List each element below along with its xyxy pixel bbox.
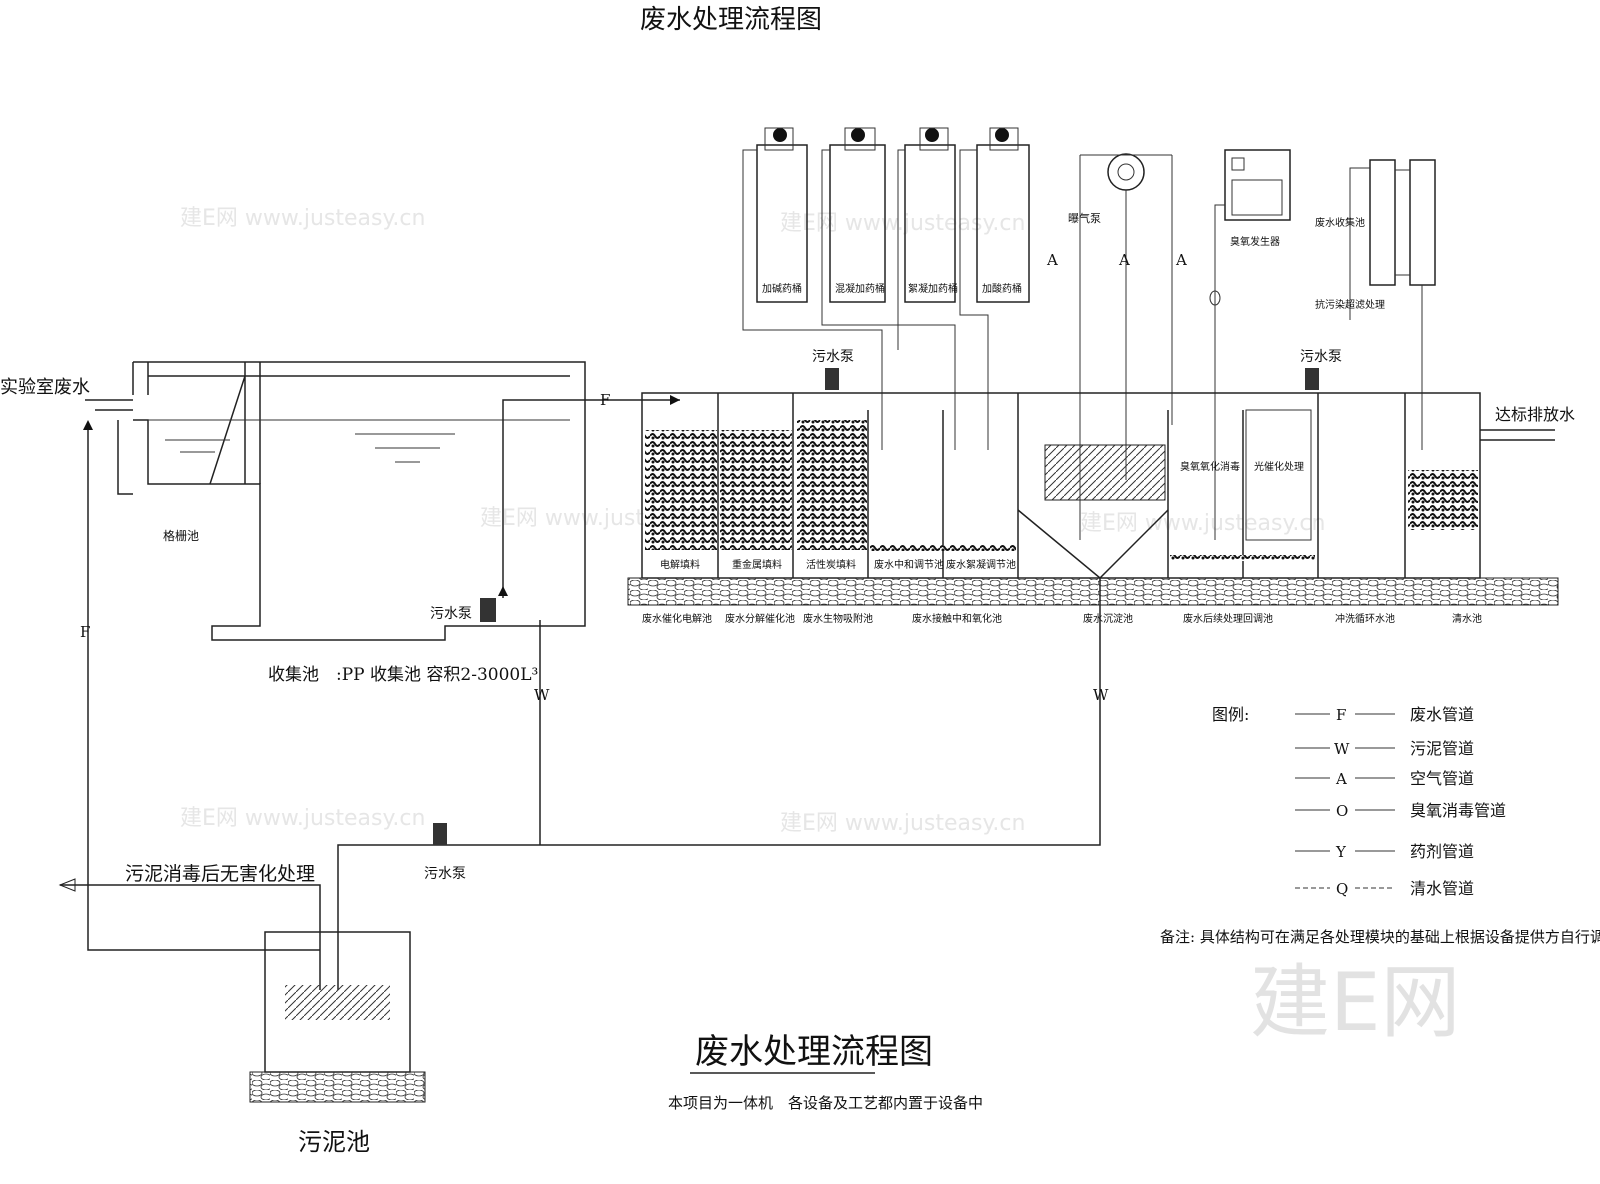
- aeration-pump: 曝气泵 A A A: [1046, 153, 1187, 540]
- pipe-w-label-2: W: [1093, 686, 1109, 704]
- note: 备注: 具体结构可在满足各处理模块的基础上根据设备提供方自行调整: [1160, 928, 1600, 946]
- svg-text:建E网 www.justeasy.cn: 建E网 www.justeasy.cn: [780, 811, 1025, 836]
- legend-item-f: F 废水管道: [1295, 705, 1474, 724]
- pump-label-sludge: 污水泵: [424, 866, 466, 882]
- title-bottom: 废水处理流程图: [695, 1032, 933, 1072]
- waste-collection-label: 废水收集池: [1315, 216, 1365, 229]
- pump-icon: [1305, 368, 1319, 390]
- svg-text:Q: Q: [1336, 880, 1348, 898]
- logo: 建E网: [1250, 956, 1461, 1049]
- sludge-tank: 污泥消毒后无害化处理 污泥池: [58, 863, 426, 1156]
- svg-text:臭氧消毒管道: 臭氧消毒管道: [1410, 801, 1506, 820]
- subtitle: 本项目为一体机 各设备及工艺都内置于设备中: [668, 1094, 983, 1112]
- pool-label-5: 废水沉淀池: [1083, 612, 1133, 625]
- uf-unit: 废水收集池 抗污染超滤处理: [1315, 159, 1436, 450]
- title-top: 废水处理流程图: [640, 5, 822, 35]
- pipe-a-label-2: A: [1118, 251, 1130, 269]
- fill-label-3: 活性炭填料: [806, 558, 856, 571]
- uf-label: 抗污染超滤处理: [1315, 298, 1385, 311]
- fill-label-2: 重金属填料: [732, 558, 782, 571]
- svg-text:A: A: [1335, 770, 1347, 788]
- aeration-pump-label: 曝气泵: [1068, 211, 1101, 225]
- svg-text:F: F: [1336, 706, 1346, 724]
- dosing-tanks: 加碱药桶 混凝加药桶 絮凝加药桶 加酸药桶: [742, 127, 1030, 450]
- watermarks: 建E网 www.justeasy.cn 建E网 www.justeasy.cn …: [180, 206, 1325, 836]
- svg-text:清水管道: 清水管道: [1410, 879, 1474, 898]
- pump-label-top-2: 污水泵: [1300, 349, 1342, 365]
- fill-label-7: 光催化处理: [1254, 460, 1304, 473]
- svg-text:O: O: [1336, 802, 1348, 820]
- grid-tank-label: 格栅池: [163, 528, 199, 543]
- fill-label-5: 废水絮凝调节池: [946, 558, 1016, 571]
- legend-item-o: O 臭氧消毒管道: [1295, 801, 1506, 820]
- pool-label-7: 冲洗循环水池: [1335, 612, 1395, 625]
- legend-item-a: A 空气管道: [1295, 769, 1474, 788]
- svg-text:Y: Y: [1335, 843, 1347, 861]
- fill-label-4: 废水中和调节池: [874, 558, 944, 571]
- pipe-a-label-1: A: [1046, 251, 1058, 269]
- pump-label-top-1: 污水泵: [812, 349, 854, 365]
- legend-item-q: Q 清水管道: [1295, 879, 1474, 898]
- dosing-tank-4: 加酸药桶: [982, 282, 1022, 295]
- ozone-generator: 臭氧发生器: [1209, 149, 1291, 540]
- legend: 图例: F 废水管道 W 污泥管道 A 空气管道 O 臭氧消毒管道 Y 药剂管道 Q 清水管…: [1212, 705, 1506, 898]
- svg-text:建E网 www.justeasy.cn: 建E网 www.justeasy.cn: [1080, 511, 1325, 536]
- svg-text:建E网 www.justeasy.cn: 建E网 www.justeasy.cn: [780, 211, 1025, 236]
- pool-label-8: 清水池: [1452, 612, 1482, 625]
- legend-title: 图例:: [1212, 705, 1249, 724]
- pool-label-4: 废水接触中和氧化池: [912, 612, 1002, 625]
- svg-text:建E网 www.justeasy.cn: 建E网 www.justeasy.cn: [180, 206, 425, 231]
- dosing-tank-3: 絮凝加药桶: [908, 282, 958, 295]
- pool-label-1: 废水催化电解池: [642, 612, 712, 625]
- pool-label-6: 废水后续处理回调池: [1183, 612, 1273, 625]
- dosing-tank-1: 加碱药桶: [762, 282, 802, 295]
- pipe-f-label: F: [600, 391, 610, 409]
- svg-text:药剂管道: 药剂管道: [1410, 842, 1474, 861]
- fill-label-1: 电解填料: [660, 558, 700, 571]
- pump-label-collection: 污水泵: [430, 606, 472, 622]
- collection-label: 收集池 :PP 收集池 容积2-3000L³: [268, 665, 538, 685]
- outlet-label: 达标排放水: [1495, 405, 1575, 424]
- svg-text:W: W: [1334, 740, 1350, 758]
- pipe-f-return-label: F: [80, 623, 90, 641]
- pipe-w-label-1: W: [534, 686, 550, 704]
- svg-text:污泥管道: 污泥管道: [1410, 739, 1474, 758]
- inlet-label: 实验室废水: [0, 377, 90, 398]
- treatment-unit: 电解填料 重金属填料 活性炭填料 废水中和调节池 废水絮凝调节池 臭氧氧化消毒 …: [627, 392, 1559, 625]
- pump-icon: [480, 598, 496, 622]
- sludge-tank-label: 污泥池: [298, 1128, 370, 1156]
- fill-label-6: 臭氧氧化消毒: [1180, 460, 1240, 473]
- svg-text:废水管道: 废水管道: [1410, 705, 1474, 724]
- svg-text:建E网 www.justeasy.cn: 建E网 www.justeasy.cn: [180, 806, 425, 831]
- dosing-tank-2: 混凝加药桶: [835, 282, 885, 295]
- pump-icon: [825, 368, 839, 390]
- legend-item-y: Y 药剂管道: [1295, 842, 1474, 861]
- ozone-generator-label: 臭氧发生器: [1230, 235, 1280, 248]
- legend-item-w: W 污泥管道: [1295, 739, 1474, 758]
- pool-label-2: 废水分解催化池: [725, 612, 795, 625]
- collection-tank: 格栅池 收集池 :PP 收集池 容积2-3000L³ 污水泵 F: [117, 361, 680, 685]
- pump-icon: [433, 823, 447, 845]
- svg-text:空气管道: 空气管道: [1410, 769, 1474, 788]
- pool-label-3: 废水生物吸附池: [803, 612, 873, 625]
- pipe-a-label-3: A: [1175, 251, 1187, 269]
- sludge-treatment-label: 污泥消毒后无害化处理: [125, 863, 315, 885]
